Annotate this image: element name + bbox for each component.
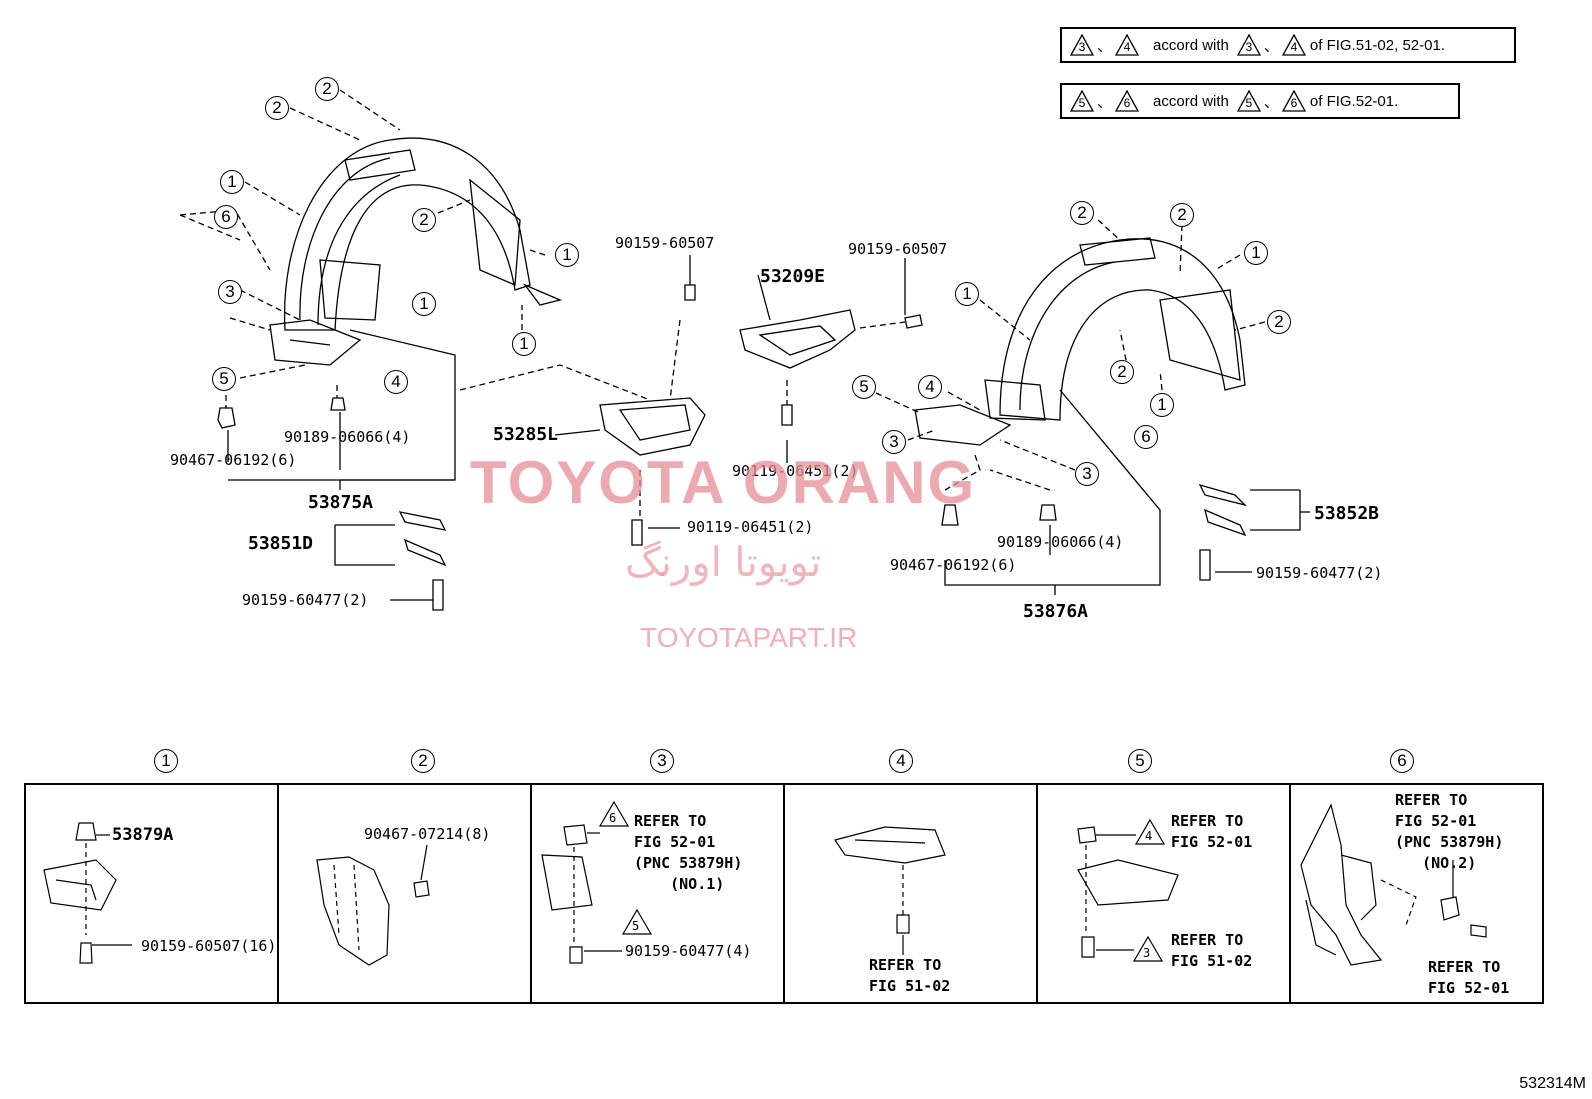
panel-3-tri-6: 6 [609, 811, 617, 825]
panel-2-label-90467-07214: 90467-07214(8) [364, 825, 491, 843]
panel-6-refer-top: REFER TO FIG 52-01 (PNC 53879H) (NO.2) [1395, 791, 1504, 872]
panel-5-refer-bot: REFER TO FIG 51-02 [1171, 931, 1253, 970]
detail-panel-1: 53879A 90159-60507(16) [26, 785, 279, 1002]
callout-2: 2 [315, 77, 339, 101]
triangle-3-icon: 3 [1236, 34, 1261, 56]
callout-2: 2 [1110, 360, 1134, 384]
dashed-leader-lines [179, 89, 1266, 520]
part-label-53852B: 53852B [1314, 503, 1380, 524]
watermark-persian: تویوتا اورنگ [625, 540, 822, 586]
part-label-90189-06066: 90189-06066(4) [997, 533, 1124, 551]
callout-2: 2 [265, 96, 289, 120]
callout-6: 6 [1134, 425, 1158, 449]
legend-accord-text: accord with [1153, 36, 1229, 54]
callout-1: 1 [412, 292, 436, 316]
callout-5: 5 [852, 375, 876, 399]
part-label-53285L: 53285L [493, 424, 559, 445]
part-label-53875A: 53875A [308, 492, 374, 513]
parts-diagram [179, 89, 1310, 611]
detail-panel-6: REFER TO FIG 52-01 (PNC 53879H) (NO.2) R… [1291, 785, 1542, 1002]
bracket-53285L-drawing [599, 397, 706, 456]
triangle-4-icon: 4 [1115, 34, 1140, 56]
callout-1: 1 [220, 170, 244, 194]
strip-53851D-drawing [398, 511, 447, 567]
bracket-53209E-drawing [739, 309, 856, 369]
callout-3: 3 [218, 280, 242, 304]
triangle-5-icon: 5 [1070, 90, 1094, 112]
detail-panel-5: 4 REFER TO FIG 52-01 3 REFER TO FIG 51-0… [1038, 785, 1291, 1002]
callout-4: 4 [384, 370, 408, 394]
figure-code: 532314M [1519, 1075, 1586, 1092]
legend-accord-text: accord with [1153, 92, 1229, 110]
part-label-90119-06451: 90119-06451(2) [687, 518, 814, 536]
part-label-90159-60507: 90159-60507 [848, 240, 948, 258]
callout-1: 1 [555, 243, 579, 267]
panel-1-label-90159-60507: 90159-60507(16) [141, 937, 277, 955]
legend-of-text: of FIG.51-02, 52-01. [1309, 36, 1445, 54]
part-label-90159-60477: 90159-60477(2) [242, 591, 369, 609]
legend-of-text: of FIG.52-01. [1309, 92, 1399, 110]
panel-5-tri-4: 4 [1145, 829, 1153, 843]
panel-3-label-90159-60477: 90159-60477(4) [625, 942, 752, 960]
panel-callout-1: 1 [154, 749, 178, 773]
panel-3-refer-top: REFER TO FIG 52-01 (PNC 53879H) (NO.1) [634, 812, 743, 893]
legend-box-2: 5 、 6 accord with 5 、 6 of FIG.52-01. [1060, 83, 1460, 119]
panel-3-tri-5: 5 [632, 919, 640, 933]
panel-callout-5: 5 [1128, 749, 1152, 773]
panel-callout-2: 2 [411, 749, 435, 773]
callout-2: 2 [1267, 310, 1291, 334]
legend-box-1: 3 、 4 accord with 3 、 4 of FIG.51-02, 52… [1060, 27, 1516, 63]
solid-leader-lines [227, 255, 1310, 601]
triangle-4-icon: 4 [1281, 34, 1306, 56]
fastener-drawings [217, 284, 1211, 611]
part-label-90159-60507: 90159-60507 [615, 234, 715, 252]
part-label-53209E: 53209E [760, 266, 826, 287]
part-label-90159-60477: 90159-60477(2) [1256, 564, 1383, 582]
triangle-5-icon: 5 [1236, 90, 1261, 112]
panel-1-label-53879A: 53879A [112, 825, 174, 845]
right-fender-liner-drawing [914, 237, 1246, 446]
triangle-3-icon: 3 [1070, 34, 1094, 56]
detail-panel-row: 53879A 90159-60507(16) 90467-07214(8) 6 … [24, 783, 1544, 1004]
callout-2: 2 [1070, 201, 1094, 225]
part-label-90467-06192: 90467-06192(6) [170, 451, 297, 469]
panel-5-refer-top: REFER TO FIG 52-01 [1171, 812, 1253, 851]
callout-4: 4 [918, 375, 942, 399]
callout-1: 1 [955, 282, 979, 306]
callout-3: 3 [882, 430, 906, 454]
part-label-53851D: 53851D [248, 533, 314, 554]
callout-1: 1 [512, 332, 536, 356]
callout-2: 2 [412, 208, 436, 232]
part-label-90189-06066: 90189-06066(4) [284, 428, 411, 446]
panel-callout-6: 6 [1390, 749, 1414, 773]
part-label-90467-06192: 90467-06192(6) [890, 556, 1017, 574]
detail-panel-4: REFER TO FIG 51-02 [785, 785, 1038, 1002]
panel-5-tri-3: 3 [1143, 946, 1151, 960]
triangle-6-icon: 6 [1115, 90, 1140, 112]
callout-1: 1 [1244, 241, 1268, 265]
triangle-6-icon: 6 [1281, 90, 1306, 112]
callout-2: 2 [1170, 203, 1194, 227]
panel-callout-4: 4 [889, 749, 913, 773]
callout-6: 6 [214, 205, 238, 229]
part-label-53876A: 53876A [1023, 601, 1089, 622]
watermark-site: TOYOTAPART.IR [640, 622, 858, 653]
panel-6-refer-bot: REFER TO FIG 52-01 [1428, 958, 1510, 997]
callout-1: 1 [1150, 393, 1174, 417]
detail-panel-2: 90467-07214(8) [279, 785, 532, 1002]
part-label-90119-06451: 90119-06451(2) [732, 462, 859, 480]
panel-4-refer: REFER TO FIG 51-02 [869, 956, 951, 995]
callout-5: 5 [212, 367, 236, 391]
watermark-brand: TOYOTA ORANG [470, 449, 977, 516]
detail-panel-3: 6 REFER TO FIG 52-01 (PNC 53879H) (NO.1)… [532, 785, 785, 1002]
strip-53852B-drawing [1198, 483, 1248, 537]
panel-callout-3: 3 [650, 749, 674, 773]
callout-3: 3 [1075, 462, 1099, 486]
left-fender-liner-drawing [269, 137, 563, 366]
